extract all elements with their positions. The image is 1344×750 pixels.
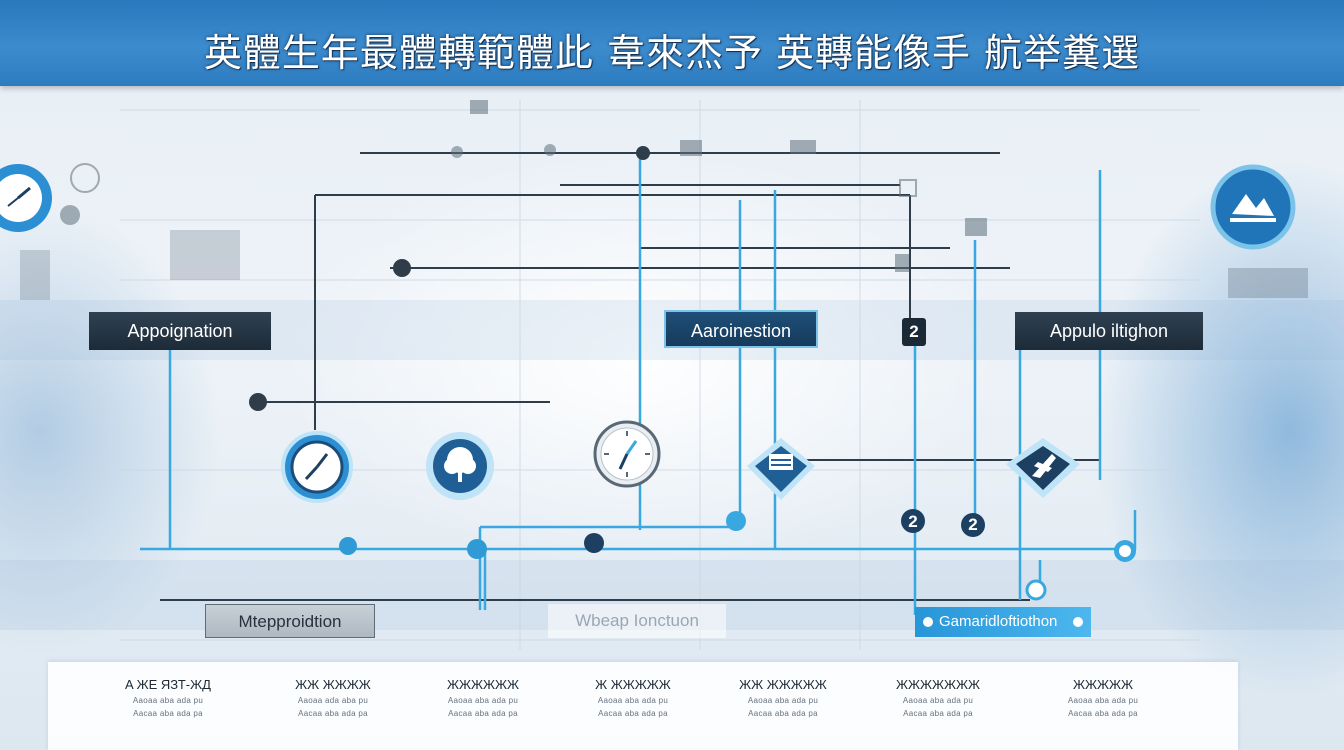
info-column-line: Aacaa aba ada pa — [863, 709, 1013, 718]
node-label-top-center[interactable]: Aaroinestion — [664, 310, 818, 348]
info-column-title: Ж ЖЖЖЖЖ — [558, 677, 708, 692]
info-column: ЖЖЖЖЖ Aaoaa aba ada pu Aacaa aba ada pa — [1028, 662, 1178, 750]
info-column-line: Aaoaa aba ada pu — [1028, 696, 1178, 705]
decor-glyphs — [20, 100, 1308, 300]
chart-icon — [745, 436, 817, 502]
globe-icon — [1208, 164, 1298, 250]
node-label-top-right[interactable]: Appulo iltighon — [1015, 312, 1203, 350]
info-column-line: Aacaa aba ada pa — [258, 709, 408, 718]
info-column: ЖЖ ЖЖЖЖ Aaoaa ada aba pu Aacaa aba ada p… — [258, 662, 408, 750]
info-column: Ж ЖЖЖЖЖ Aaoaa aba ada pu Aacaa aba ada p… — [558, 662, 708, 750]
info-column-line: Aaoaa aba ada pu — [708, 696, 858, 705]
node-label-bottom-left[interactable]: Mtepproidtion — [205, 604, 375, 638]
info-column-line: Aaoaa ada aba pu — [258, 696, 408, 705]
node-label-top-left[interactable]: Appoignation — [89, 312, 271, 350]
info-column-title: ЖЖ ЖЖЖЖЖ — [708, 677, 858, 692]
info-column-line: Aaoaa aba ada pu — [93, 696, 243, 705]
info-column-title: ЖЖЖЖЖЖЖ — [863, 677, 1013, 692]
node-label-bottom-right-text: Gamaridloftiothon — [939, 613, 1057, 630]
analog-clock-icon — [592, 419, 662, 489]
tree-icon — [423, 428, 497, 504]
node-label-bottom-center[interactable]: Wbeap Ionctuon — [548, 604, 726, 638]
info-column-line: Aacaa aba ada pa — [408, 709, 558, 718]
node-number: 2 — [901, 508, 925, 536]
info-column: ЖЖЖЖЖЖ Aaoaa aba ada pu Aacaa aba ada pa — [408, 662, 558, 750]
node-badge: 2 — [902, 318, 926, 346]
info-column: ЖЖЖЖЖЖЖ Aaoaa aba ada pu Aacaa aba ada p… — [863, 662, 1013, 750]
info-column-line: Aaoaa aba ada pu — [558, 696, 708, 705]
info-column-title: ЖЖЖЖЖЖ — [408, 677, 558, 692]
info-column-line: Aacaa aba ada pa — [558, 709, 708, 718]
junction-nodes — [249, 146, 1136, 599]
info-column-line: Aacaa aba ada pa — [93, 709, 243, 718]
airplane-icon — [1004, 436, 1082, 500]
node-number: 2 — [961, 511, 985, 539]
info-column-line: Aacaa aba ada pa — [708, 709, 858, 718]
info-column-title: A ЖЕ ЯЗТ-ЖД — [93, 677, 243, 692]
info-column-title: ЖЖ ЖЖЖЖ — [258, 677, 408, 692]
bullet-icon — [923, 617, 933, 627]
info-column: ЖЖ ЖЖЖЖЖ Aaoaa aba ada pu Aacaa aba ada … — [708, 662, 858, 750]
clock-icon — [280, 429, 354, 505]
info-column: A ЖЕ ЯЗТ-ЖД Aaoaa aba ada pu Aacaa aba a… — [93, 662, 243, 750]
grid-lines — [120, 100, 1200, 650]
bottom-info-strip: A ЖЕ ЯЗТ-ЖД Aaoaa aba ada pu Aacaa aba a… — [48, 662, 1238, 750]
info-column-line: Aaoaa aba ada pu — [863, 696, 1013, 705]
bullet-icon — [1073, 617, 1083, 627]
gauge-icon — [0, 160, 58, 238]
info-column-line: Aaoaa aba ada pu — [408, 696, 558, 705]
info-column-title: ЖЖЖЖЖ — [1028, 677, 1178, 692]
info-column-line: Aacaa aba ada pa — [1028, 709, 1178, 718]
node-label-bottom-right[interactable]: Gamaridloftiothon — [915, 607, 1091, 637]
